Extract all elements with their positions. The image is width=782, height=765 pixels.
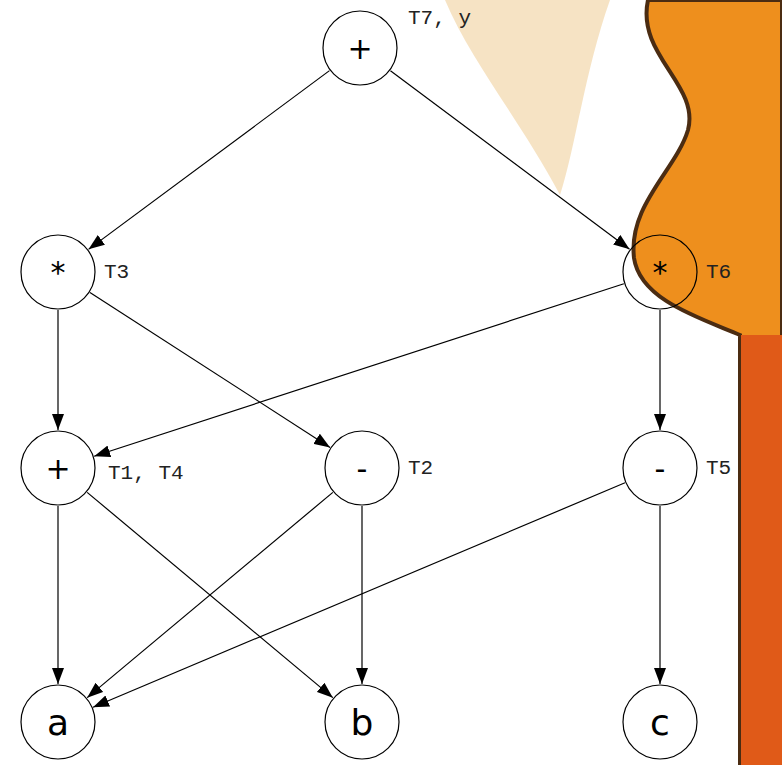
dag-arrow <box>659 506 660 684</box>
beige-swoosh <box>445 0 610 195</box>
temp-label: T6 <box>706 262 731 283</box>
operation-node: b <box>324 684 400 760</box>
operation-node: -T2 <box>324 430 400 506</box>
temp-label: T5 <box>706 458 731 479</box>
node-symbol: - <box>622 430 698 506</box>
operation-node: *T3 <box>20 234 96 310</box>
orange-bar <box>741 335 782 765</box>
operation-node: +T1, T4 <box>20 430 96 506</box>
dag-arrow <box>659 310 660 430</box>
node-symbol: + <box>322 10 398 86</box>
node-symbol: + <box>20 430 96 506</box>
node-symbol: b <box>324 684 400 760</box>
node-symbol: * <box>622 234 698 310</box>
node-symbol: a <box>20 684 96 760</box>
temp-label: T1, T4 <box>108 463 184 484</box>
dag-arrow <box>87 492 333 697</box>
dag-arrow <box>57 310 58 430</box>
dag-arrow <box>361 506 362 684</box>
operation-node: -T5 <box>622 430 698 506</box>
operation-node: *T6 <box>622 234 698 310</box>
temp-label: T7, y <box>408 8 471 29</box>
orange-swoosh <box>633 0 782 765</box>
operation-node: a <box>20 684 96 760</box>
dag-arrow <box>57 506 58 684</box>
node-symbol: * <box>20 234 96 310</box>
dag-arrow <box>93 483 625 707</box>
dag-arrow <box>87 492 333 697</box>
operation-node: +T7, y <box>322 10 398 86</box>
temp-label: T2 <box>408 458 433 479</box>
dag-arrow <box>94 284 624 456</box>
node-symbol: c <box>622 684 698 760</box>
temp-label: T3 <box>104 262 129 283</box>
node-symbol: - <box>324 430 400 506</box>
dag-arrow <box>90 293 330 448</box>
dag-arrow <box>390 71 629 250</box>
dag-arrow <box>89 71 330 250</box>
operation-node: c <box>622 684 698 760</box>
